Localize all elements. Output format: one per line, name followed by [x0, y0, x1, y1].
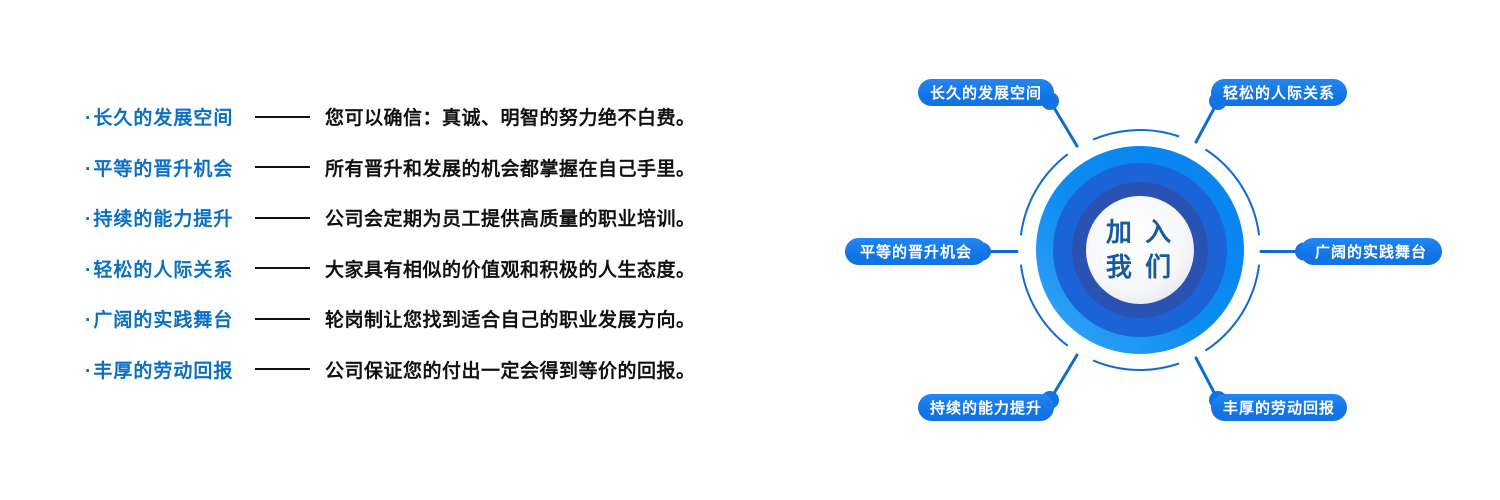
benefit-label: ·平等的晋升机会: [85, 154, 245, 181]
benefit-label-text: 长久的发展空间: [93, 108, 234, 129]
dash-connector: [255, 166, 310, 168]
node-pill-bottom-right: 丰厚的劳动回报: [1211, 394, 1347, 421]
benefit-row: ·丰厚的劳动回报 公司保证您的付出一定会得到等价的回报。: [85, 356, 696, 383]
dash-connector: [255, 368, 310, 370]
benefit-label-text: 持续的能力提升: [93, 209, 234, 230]
dash-connector: [255, 267, 310, 269]
benefit-description: 公司会定期为员工提供高质量的职业培训。: [325, 209, 696, 230]
benefit-description: 轮岗制让您找到适合自己的职业发展方向。: [325, 310, 696, 331]
benefit-label-text: 广阔的实践舞台: [93, 310, 234, 331]
bullet: ·: [85, 360, 93, 382]
dash-connector: [255, 317, 310, 320]
node-pill-top-right: 轻松的人际关系: [1211, 79, 1347, 106]
node-pill-right: 广阔的实践舞台: [1300, 238, 1442, 265]
benefit-label: ·丰厚的劳动回报: [85, 356, 245, 383]
center-caption: 加 入 我 们: [1080, 215, 1200, 285]
bullet: ·: [85, 158, 93, 180]
benefit-description: 公司保证您的付出一定会得到等价的回报。: [325, 360, 696, 382]
bullet: ·: [85, 259, 93, 281]
benefit-label-text: 平等的晋升机会: [93, 158, 234, 180]
benefit-label: ·广阔的实践舞台: [85, 305, 245, 332]
benefit-row: ·持续的能力提升 公司会定期为员工提供高质量的职业培训。: [85, 204, 696, 231]
dash-connector: [255, 115, 310, 118]
benefit-row: ·平等的晋升机会 所有晋升和发展的机会都掌握在自己手里。: [85, 154, 696, 181]
benefit-label: ·轻松的人际关系: [85, 255, 245, 282]
benefits-list: ·长久的发展空间 您可以确信：真诚、明智的努力绝不白费。 ·平等的晋升机会 所有…: [85, 103, 696, 383]
benefit-description: 大家具有相似的价值观和积极的人生态度。: [325, 259, 696, 281]
outer-dashed-ring: [1019, 129, 1261, 371]
node-pill-bottom-left: 持续的能力提升: [918, 394, 1054, 421]
center-disc: [1086, 196, 1194, 304]
bullet: ·: [85, 310, 93, 331]
bullet: ·: [85, 209, 93, 230]
benefit-label-text: 轻松的人际关系: [93, 259, 234, 281]
benefit-label: ·长久的发展空间: [85, 103, 245, 130]
benefit-description: 所有晋升和发展的机会都掌握在自己手里。: [325, 158, 696, 180]
benefit-row: ·广阔的实践舞台 轮岗制让您找到适合自己的职业发展方向。: [85, 305, 696, 332]
benefit-description: 您可以确信：真诚、明智的努力绝不白费。: [325, 108, 696, 129]
benefit-label: ·持续的能力提升: [85, 204, 245, 231]
node-pill-left: 平等的晋升机会: [845, 238, 987, 265]
node-pill-top-left: 长久的发展空间: [918, 79, 1054, 106]
benefit-label-text: 丰厚的劳动回报: [93, 360, 234, 382]
center-caption-line1: 加 入: [1105, 217, 1175, 247]
benefit-row: ·轻松的人际关系 大家具有相似的价值观和积极的人生态度。: [85, 255, 696, 282]
dash-connector: [255, 216, 310, 219]
benefit-row: ·长久的发展空间 您可以确信：真诚、明智的努力绝不白费。: [85, 103, 696, 130]
bullet: ·: [85, 108, 93, 129]
center-caption-line2: 我 们: [1105, 252, 1175, 282]
